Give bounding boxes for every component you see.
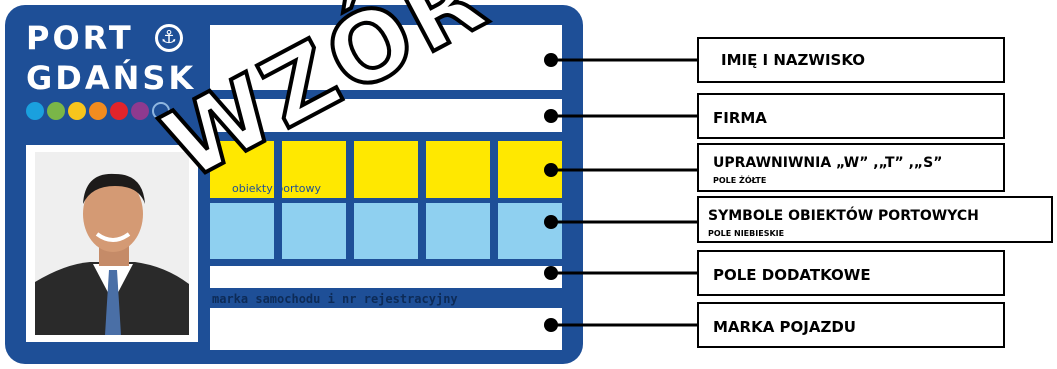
connector-dot	[544, 266, 558, 280]
label-permissions: UPRAWNIWNIA „W” ,„T” ,„S” POLE ŻÓŁTE	[697, 143, 1005, 192]
label-symbols-text: SYMBOLE OBIEKTÓW PORTOWYCH	[708, 208, 979, 224]
label-name-text: IMIĘ I NAZWISKO	[721, 51, 865, 69]
connector-dot	[544, 215, 558, 229]
label-company: FIRMA	[697, 93, 1005, 139]
label-extra: POLE DODATKOWE	[697, 250, 1005, 296]
label-company-text: FIRMA	[713, 109, 767, 127]
label-symbols-subtext: POLE NIEBIESKIE	[708, 229, 784, 238]
label-vehicle-text: MARKA POJAZDU	[713, 318, 856, 336]
label-symbols: SYMBOLE OBIEKTÓW PORTOWYCH POLE NIEBIESK…	[697, 196, 1053, 243]
label-permissions-subtext: POLE ŻÓŁTE	[713, 176, 766, 185]
connector-dot	[544, 163, 558, 177]
connector-dot	[544, 318, 558, 332]
label-extra-text: POLE DODATKOWE	[713, 266, 871, 284]
connector-dot	[544, 109, 558, 123]
connector-dot	[544, 53, 558, 67]
label-permissions-text: UPRAWNIWNIA „W” ,„T” ,„S”	[713, 155, 942, 171]
label-name: IMIĘ I NAZWISKO	[697, 37, 1005, 83]
label-vehicle: MARKA POJAZDU	[697, 302, 1005, 348]
